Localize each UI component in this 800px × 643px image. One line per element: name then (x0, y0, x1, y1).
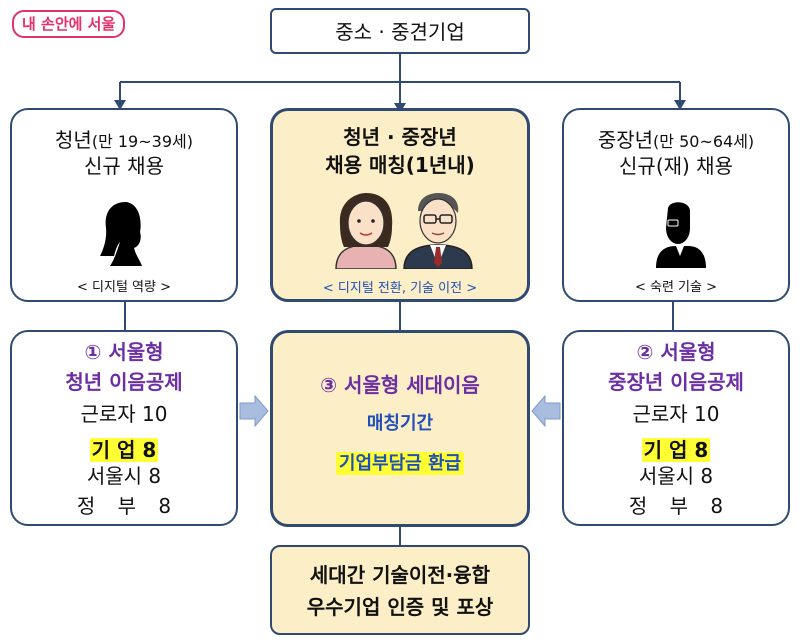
youth-fund-title2: 청년 이음공제 (65, 370, 183, 394)
certification-box: 세대간 기술이전·융합 우수기업 인증 및 포상 (270, 545, 530, 635)
right-block-arrow (531, 394, 561, 428)
generation-fund-title: ③ 서울형 세대이음 (320, 373, 480, 397)
generation-fund-box: ③ 서울형 세대이음 매칭기간 기업부담금 환급 (270, 330, 530, 527)
youth-title-main: 청년 (55, 128, 92, 152)
matching-title: 청년 · 중장년 (343, 125, 457, 149)
left-block-arrow (239, 394, 269, 428)
senior-fund-company: 기 업 8 (641, 438, 711, 462)
matching-box: 청년 · 중장년 채용 매칭(1년내) < 디지털 전환, 기술 이전 > (270, 108, 530, 302)
senior-fund-gov: 정 부 8 (628, 494, 724, 518)
certification-line1: 세대간 기술이전·융합 (309, 563, 491, 587)
youth-fund-worker: 근로자 10 (80, 402, 168, 426)
matching-subtitle: 채용 매칭(1년내) (325, 153, 475, 177)
youth-subtitle: 신규 채용 (84, 154, 164, 178)
senior-fund-title2: 중장년 이음공제 (608, 370, 744, 394)
senior-fund-seoul: 서울시 8 (638, 464, 714, 488)
youth-fund-seoul: 서울시 8 (86, 464, 162, 488)
generation-fund-refund: 기업부담금 환급 (335, 452, 465, 475)
older-man-icon (656, 202, 706, 268)
senior-title: 중장년(만 50~64세) (564, 124, 788, 153)
youth-fund-company-row: 기 업 8 (12, 434, 236, 463)
senior-subtitle: 신규(재) 채용 (619, 154, 733, 178)
senior-fund-box: ② 서울형 중장년 이음공제 근로자 10 기 업 8 서울시 8 정 부 8 (562, 330, 790, 526)
senior-title-age: (만 50~64세) (653, 132, 755, 151)
young-woman-icon (100, 202, 142, 266)
youth-note: < 디지털 역량 > (77, 280, 171, 295)
youth-title: 청년(만 19~39세) (12, 124, 236, 153)
generation-fund-period: 매칭기간 (366, 413, 434, 434)
senior-title-main: 중장년 (597, 128, 654, 152)
youth-fund-title1: ① 서울형 (84, 340, 164, 364)
youth-box: 청년(만 19~39세) 신규 채용 < 디지털 역량 > (10, 108, 238, 302)
generation-fund-refund-row: 기업부담금 환급 (273, 449, 527, 475)
youth-fund-company: 기 업 8 (89, 438, 159, 462)
senior-fund-title1: ② 서울형 (636, 340, 716, 364)
senior-fund-company-row: 기 업 8 (564, 434, 788, 463)
youth-fund-box: ① 서울형 청년 이음공제 근로자 10 기 업 8 서울시 8 정 부 8 (10, 330, 238, 526)
matching-note: < 디지털 전환, 기술 이전 > (322, 281, 478, 296)
company-box: 중소 · 중견기업 (270, 8, 530, 54)
senior-box: 중장년(만 50~64세) 신규(재) 채용 < 숙련 기술 > (562, 108, 790, 302)
company-title: 중소 · 중견기업 (335, 20, 465, 44)
certification-line2: 우수기업 인증 및 포상 (306, 595, 494, 619)
youth-fund-gov: 정 부 8 (76, 494, 172, 518)
seoul-logo: 내 손안에 서울 (12, 10, 126, 38)
senior-note: < 숙련 기술 > (634, 280, 718, 295)
two-people-icon (335, 193, 473, 269)
youth-title-age: (만 19~39세) (91, 132, 193, 151)
senior-fund-worker: 근로자 10 (632, 402, 720, 426)
